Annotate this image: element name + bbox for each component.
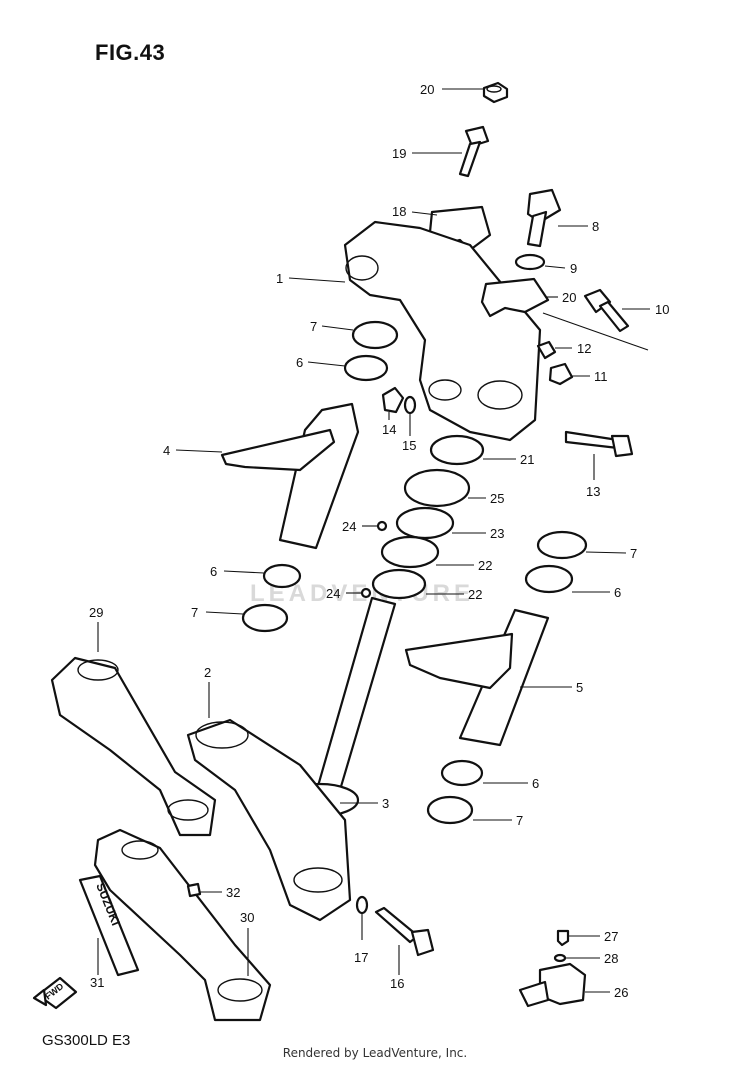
callout-7-right: 7: [630, 546, 637, 561]
callout-10: 10: [655, 302, 669, 317]
callout-31: 31: [90, 975, 104, 990]
callout-5: 5: [576, 680, 583, 695]
part-21-steering-nut: [429, 434, 485, 466]
callout-6-left: 6: [210, 564, 217, 579]
callout-9: 9: [570, 261, 577, 276]
part-27-screw: [556, 929, 570, 947]
part-29-upper-cover: [50, 656, 217, 837]
callout-19: 19: [392, 146, 406, 161]
figure-title: FIG.43: [95, 40, 166, 65]
callout-7-upper: 7: [310, 319, 317, 334]
callout-7-left: 7: [191, 605, 198, 620]
part-4-headlight-bracket: [220, 402, 360, 550]
part-24-ball-lower: [360, 587, 372, 599]
part-24-ball: [376, 520, 388, 532]
part-6-cushion-right: [524, 564, 574, 594]
part-7-cushion: [351, 320, 399, 350]
render-credit: Rendered by LeadVenture, Inc.: [282, 1046, 468, 1060]
callout-13: 13: [586, 484, 600, 499]
callout-3: 3: [382, 796, 389, 811]
part-13-bolt: [564, 430, 634, 458]
part-7-cushion-lower: [426, 795, 474, 825]
model-code: GS300LD E3: [42, 1032, 131, 1049]
part-22-bearing: [380, 535, 440, 569]
callout-6-right: 6: [614, 585, 621, 600]
part-28-washer: [553, 953, 567, 963]
callout-15: 15: [402, 438, 416, 453]
callout-14: 14: [382, 422, 396, 437]
callout-20-bracket: 20: [562, 290, 576, 305]
callout-4: 4: [163, 443, 170, 458]
part-22-bearing-lower: [371, 568, 427, 600]
callout-24-lower: 24: [326, 586, 340, 601]
part-7-cushion-right: [536, 530, 588, 560]
callout-27: 27: [604, 929, 618, 944]
part-7-cushion-left: [241, 603, 289, 633]
part-12-nut: [536, 340, 557, 360]
callout-21: 21: [520, 452, 534, 467]
callout-32: 32: [226, 885, 240, 900]
callout-24-upper: 24: [342, 519, 356, 534]
part-11-cap-nut: [548, 362, 574, 386]
part-14-nut: [381, 386, 405, 414]
callout-1: 1: [276, 271, 283, 286]
part-8-bolt: [526, 188, 562, 248]
callout-23: 23: [490, 526, 504, 541]
callouts: 20 19 18 8 9 1 20 10 7 12 6 11 14 15 4 2…: [43, 82, 669, 1002]
part-10-bolt: [583, 288, 630, 333]
callout-2: 2: [204, 665, 211, 680]
part-15-washer: [403, 395, 417, 415]
callout-17: 17: [354, 950, 368, 965]
callout-26: 26: [614, 985, 628, 1000]
callout-22-upper: 22: [478, 558, 492, 573]
part-30-lower-cover: [93, 828, 272, 1022]
callout-8: 8: [592, 219, 599, 234]
part-1-upper-bracket: [343, 220, 550, 442]
part-23-race: [395, 506, 455, 540]
callout-6-lower: 6: [532, 776, 539, 791]
callout-29: 29: [89, 605, 103, 620]
part-6-cushion: [343, 354, 389, 382]
forward-direction-arrow-icon: [32, 976, 78, 1010]
part-6-cushion-left: [262, 563, 302, 589]
callout-25: 25: [490, 491, 504, 506]
callout-12: 12: [577, 341, 591, 356]
part-32-clip: [186, 882, 202, 898]
part-19-bolt: [458, 125, 490, 178]
part-16-bolt: [374, 906, 435, 957]
part-9-washer: [514, 253, 546, 271]
callout-20-top: 20: [420, 82, 434, 97]
callout-6-upper: 6: [296, 355, 303, 370]
part-17-washer: [355, 895, 369, 915]
callout-22-lower: 22: [468, 587, 482, 602]
callout-16: 16: [390, 976, 404, 991]
part-20-cap-nut: [482, 81, 509, 104]
part-6-cushion-lower: [440, 759, 484, 787]
callout-7-lower: 7: [516, 813, 523, 828]
callout-28: 28: [604, 951, 618, 966]
assembly-line: [542, 312, 649, 351]
callout-18: 18: [392, 204, 406, 219]
part-5-headlight-bracket: [404, 608, 550, 747]
part-2-lower-bracket: [186, 718, 352, 922]
part-25-seal: [403, 468, 471, 508]
callout-11: 11: [594, 369, 608, 384]
part-26-steering-lock: [518, 962, 587, 1008]
callout-30: 30: [240, 910, 254, 925]
